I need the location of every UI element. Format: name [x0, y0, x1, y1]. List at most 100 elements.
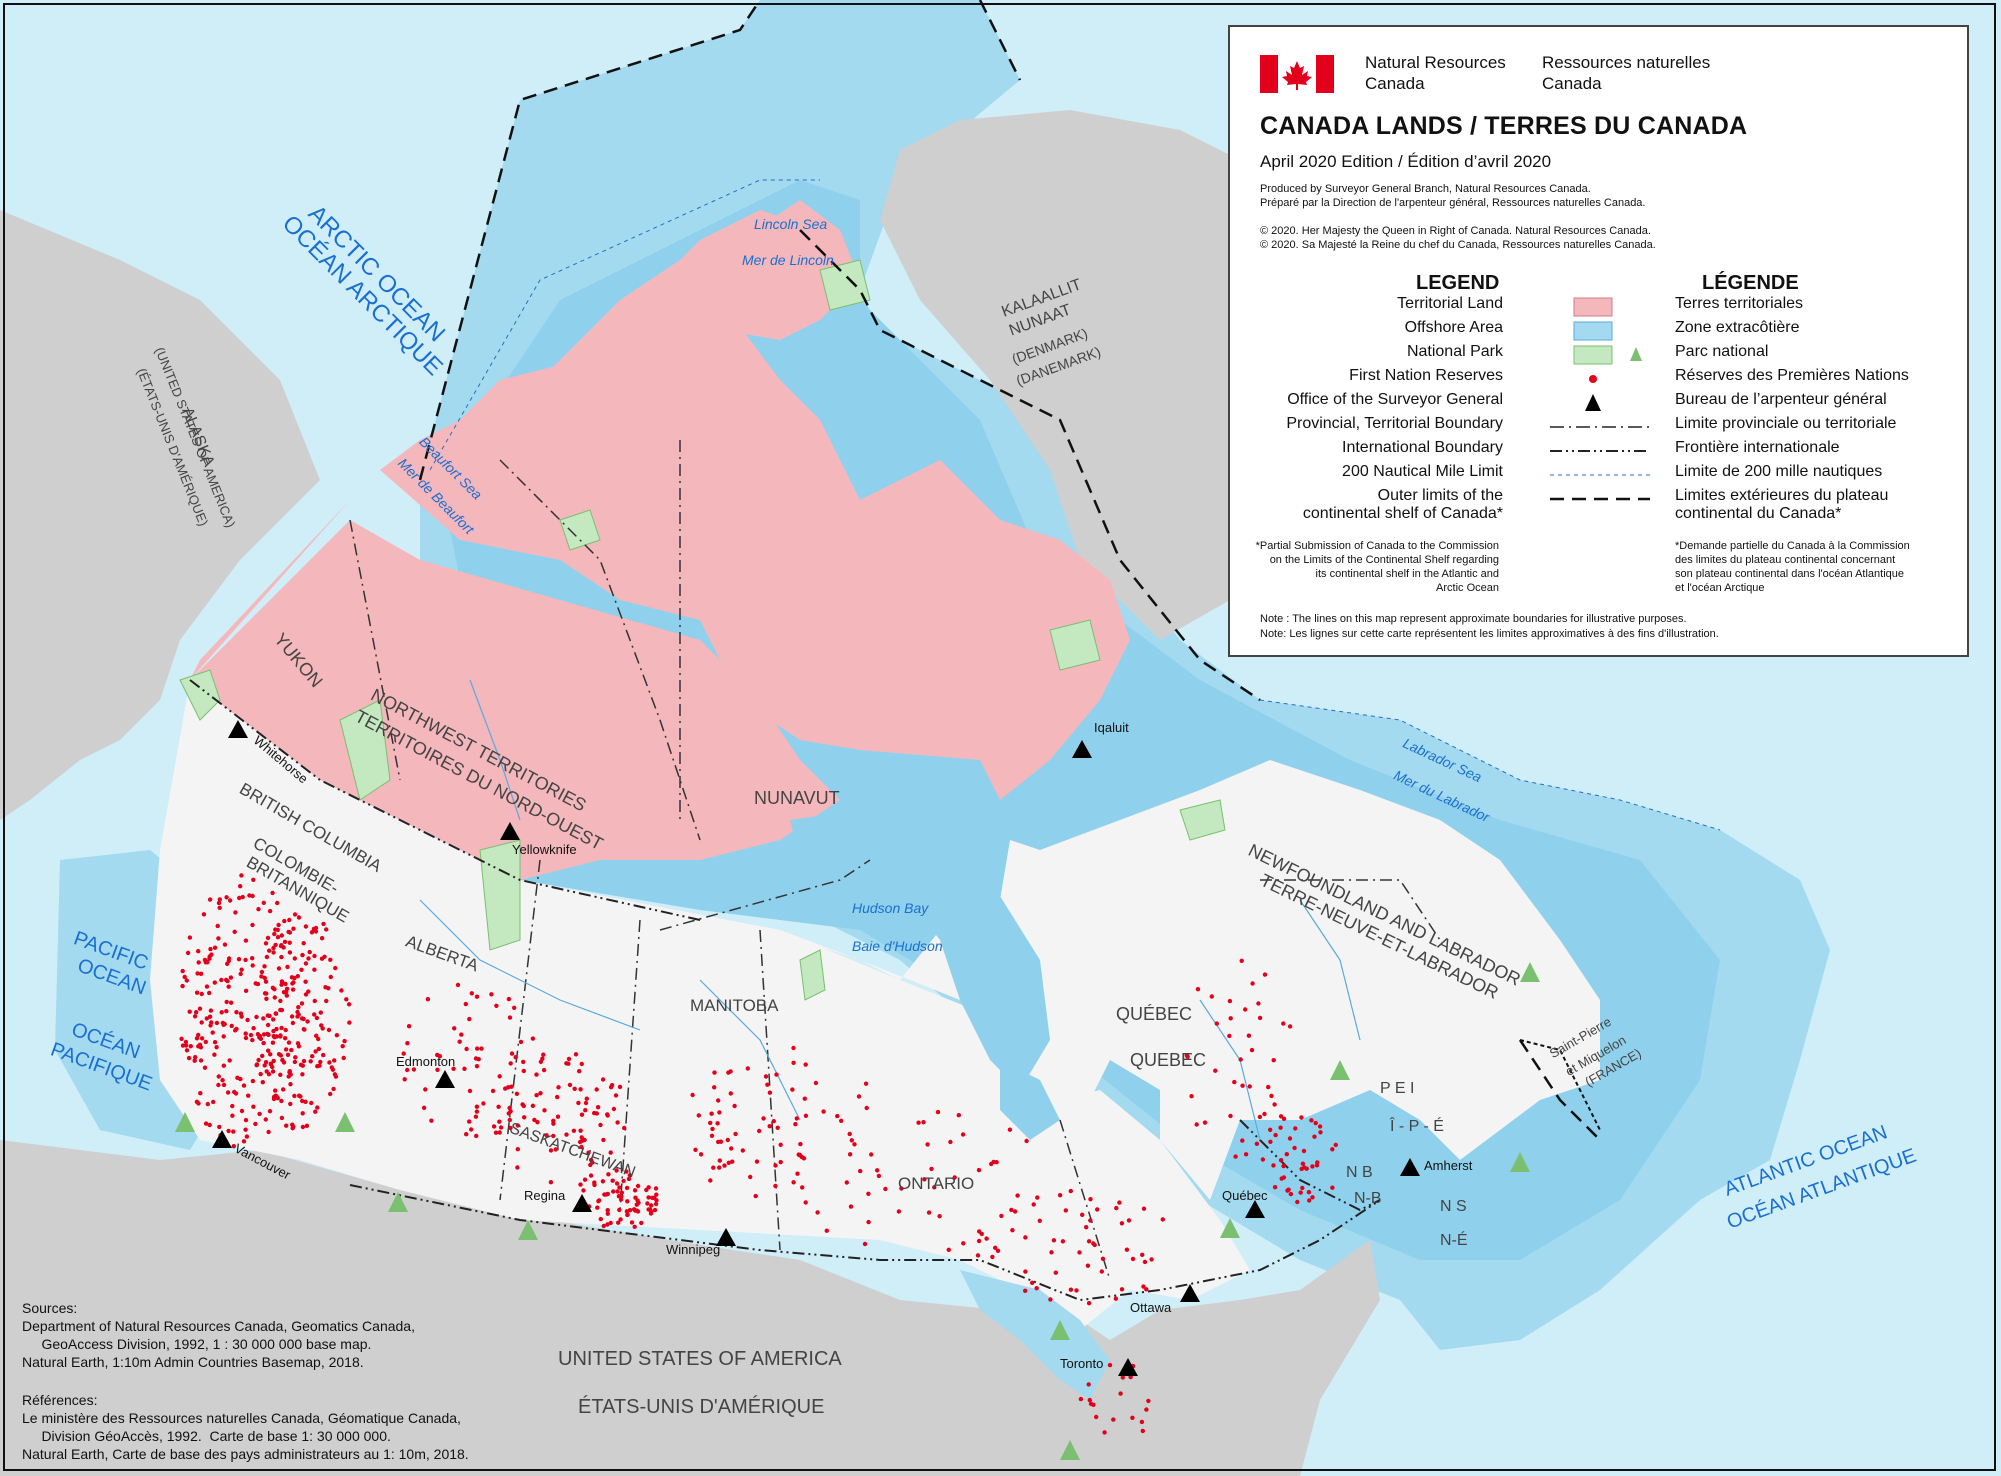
reserve-dot [1030, 1280, 1035, 1286]
legend-label-en: Office of the Surveyor General [1287, 391, 1503, 408]
reserve-dot [261, 1016, 266, 1021]
reserve-dot [292, 912, 298, 917]
reserve-dot [948, 1139, 953, 1145]
reserve-dot [717, 1110, 722, 1115]
reserve-dot [1257, 1114, 1263, 1120]
reserve-dot [490, 1088, 496, 1094]
reserve-dot [303, 992, 309, 997]
reserve-dot [1256, 1001, 1261, 1006]
international-boundary [189, 679, 1381, 1302]
reserve-dot [216, 936, 221, 941]
reserve-dot [283, 1036, 288, 1041]
reserve-dot [567, 1082, 573, 1088]
reserve-dot [757, 1128, 762, 1134]
reserve-dot [534, 1072, 539, 1077]
reserve-dot [196, 1032, 201, 1038]
reserve-dot [1015, 1193, 1020, 1198]
reserve-dot [282, 939, 288, 944]
reserve-dot [229, 1000, 234, 1005]
legend-label-en-line: continental shelf of Canada* [1302, 505, 1503, 522]
reserve-dot [469, 991, 474, 996]
reserve-dot [255, 1032, 261, 1037]
reserve-dot [952, 1175, 957, 1180]
city-yellowknife: Yellowknife [512, 842, 577, 857]
reserve-dot [791, 1045, 796, 1051]
reserve-dot [315, 1105, 320, 1110]
reserve-dot [225, 961, 230, 966]
reserve-dot [304, 1123, 310, 1129]
legend-panel: Natural Resources Canada Ressources natu… [1228, 25, 1969, 657]
reserve-dot [555, 1094, 560, 1100]
reserve-dot [226, 956, 232, 961]
reserve-dot [313, 1049, 318, 1054]
legend-symbol-long-dash [1550, 497, 1650, 501]
territorial-mainland [190, 520, 840, 880]
reserve-dot [1233, 1154, 1238, 1159]
reserve-dot [556, 1085, 561, 1090]
james-bay [1000, 1060, 1060, 1140]
reserve-dot [225, 1090, 231, 1095]
reserve-dot [216, 1082, 221, 1088]
reserve-dot [813, 1080, 819, 1086]
reserve-dot [515, 1165, 520, 1170]
reserve-dot [754, 1159, 760, 1164]
reserve-dot [278, 1007, 283, 1013]
reserve-dot [615, 1189, 620, 1194]
label-hudson-bay-en: Hudson Bay [852, 900, 929, 916]
reserve-dot [330, 1067, 336, 1072]
reserve-dot [921, 1120, 926, 1125]
reserve-dot [592, 1110, 597, 1116]
reserve-dot [601, 1223, 606, 1229]
reserve-dot [935, 1109, 941, 1115]
reserve-dot [239, 1108, 245, 1114]
reserve-dot [592, 1182, 597, 1188]
legend-symbol-green-box-tree [1573, 345, 1642, 365]
reserve-dot [598, 1122, 603, 1128]
reserve-dot [553, 1147, 558, 1152]
reserve-dot [1144, 1407, 1149, 1412]
reserve-dot [1185, 1054, 1190, 1059]
reserve-dot [740, 1148, 745, 1153]
reserve-dot [608, 1085, 614, 1090]
reserve-dot [309, 1100, 314, 1106]
reserve-dot [535, 1120, 540, 1125]
reserve-dot [994, 1160, 999, 1165]
reserve-dot [1091, 1402, 1096, 1408]
reserve-dot [1060, 1239, 1066, 1244]
reserve-dot [578, 1182, 583, 1187]
reserve-dot [263, 1060, 269, 1065]
reserve-dot [238, 884, 243, 889]
reserve-dot [423, 1087, 428, 1092]
reserve-dot [1063, 1208, 1069, 1213]
reserve-dot [263, 979, 269, 984]
reserve-dot [513, 1055, 518, 1060]
reserve-dot [264, 954, 270, 960]
reserve-dot [467, 1088, 473, 1094]
reserve-dot [548, 1180, 554, 1185]
reserve-dot [474, 994, 480, 999]
reserve-dot [1239, 958, 1244, 963]
reserve-dot [241, 1083, 247, 1088]
reserve-dot [271, 945, 276, 951]
reserve-dot [251, 1104, 256, 1109]
reserve-dot [271, 1017, 276, 1022]
label-quebec-fr: QUÉBEC [1116, 1004, 1193, 1024]
edition-text: April 2020 Edition / Édition d’avril 202… [1260, 152, 1552, 171]
reserve-dot [188, 1044, 193, 1049]
reserve-dot [1330, 1147, 1335, 1152]
reserve-dot [196, 949, 201, 954]
reserve-dot [256, 907, 261, 912]
reserve-dot [869, 1152, 874, 1157]
reserve-dot [824, 1228, 829, 1233]
reserve-dot [1141, 1206, 1147, 1211]
reserve-dot [1085, 1263, 1091, 1268]
reserve-dot [437, 1054, 443, 1059]
city-amherst: Amherst [1424, 1158, 1473, 1173]
reserve-dot [273, 942, 278, 948]
reserve-dot [204, 1016, 209, 1021]
reserve-dot [243, 938, 249, 943]
reserve-dot [956, 1113, 961, 1118]
reserve-dot [530, 1036, 536, 1041]
reserve-dot [1074, 1288, 1079, 1293]
